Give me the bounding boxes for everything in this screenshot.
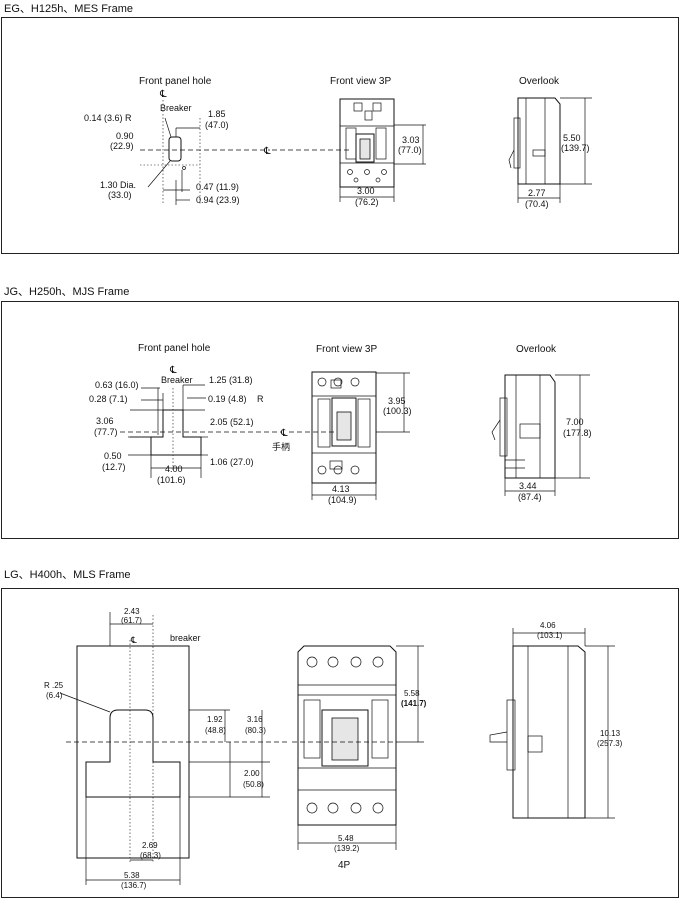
dim-jg-b2: 0.19 (4.8) bbox=[208, 394, 247, 404]
dim-lg-top-mm: (61.7) bbox=[121, 616, 142, 625]
dim-eg-d2: 0.94 (23.9) bbox=[196, 195, 240, 205]
dim-lg-c4-mm: (68.3) bbox=[140, 851, 161, 860]
dim-eg-w1-in: 1.85 bbox=[208, 109, 226, 119]
centerline-symbol-icon: ℄ bbox=[280, 428, 288, 439]
dim-lg-ov-w-in: 4.06 bbox=[540, 621, 556, 630]
dim-jg-ov-h-in: 7.00 bbox=[566, 417, 584, 427]
dim-lg-ov-h-in: 10.13 bbox=[600, 729, 621, 738]
dim-lg-c4-in: 2.69 bbox=[142, 841, 158, 850]
dim-lg-c2-in: 3.16 bbox=[247, 715, 263, 724]
section-title-lg: LG、H400h、MLS Frame bbox=[4, 569, 131, 581]
dim-jg-a2: 0.28 (7.1) bbox=[89, 394, 128, 404]
section-title-jg: JG、H250h、MJS Frame bbox=[4, 286, 130, 298]
dim-lg-c5-in: 5.38 bbox=[124, 871, 140, 880]
dim-lg-c3-mm: (50.8) bbox=[243, 780, 264, 789]
dim-lg-fv-w-in: 5.48 bbox=[338, 834, 354, 843]
dim-jg-a5-mm: (101.6) bbox=[157, 475, 186, 485]
section-frame-eg bbox=[1, 17, 679, 254]
dim-lg-ov-w-mm: (103.1) bbox=[537, 631, 563, 640]
dim-lg-c1-mm: (48.8) bbox=[205, 726, 226, 735]
centerline-symbol-icon: ℄ bbox=[263, 146, 271, 157]
overlook-lg bbox=[489, 628, 615, 819]
dim-lg-c2-mm: (80.3) bbox=[245, 726, 266, 735]
overlook-eg bbox=[508, 97, 592, 203]
dim-jg-a3-mm: (77.7) bbox=[94, 427, 118, 437]
overlook-jg bbox=[491, 374, 590, 496]
caption-front-view-jg: Front view 3P bbox=[316, 344, 377, 355]
dim-eg-ov-h-mm: (139.7) bbox=[561, 143, 590, 153]
dim-jg-fv-h-mm: (100.3) bbox=[383, 406, 412, 416]
dim-jg-fv-w-mm: (104.9) bbox=[328, 495, 357, 505]
dim-jg-ov-w-in: 3.44 bbox=[519, 481, 537, 491]
dim-eg-dia-mm: (33.0) bbox=[108, 190, 132, 200]
dim-eg-dia-in: 1.30 Dia. bbox=[100, 180, 136, 190]
dim-jg-ov-h-mm: (177.8) bbox=[563, 428, 592, 438]
dim-jg-b3: 2.05 (52.1) bbox=[210, 417, 254, 427]
caption-overlook-jg: Overlook bbox=[516, 344, 557, 355]
breaker-label-eg: Breaker bbox=[160, 103, 192, 113]
caption-overlook-eg: Overlook bbox=[519, 76, 560, 87]
handle-label-jg: 手柄 bbox=[272, 441, 290, 452]
caption-front-view-eg: Front view 3P bbox=[330, 76, 391, 87]
front-panel-hole-jg: ℄ Breaker bbox=[128, 365, 208, 478]
dim-jg-a5-in: 4.00 bbox=[165, 464, 183, 474]
dim-lg-ov-h-mm: (257.3) bbox=[597, 739, 623, 748]
dim-jg-fv-w-in: 4.13 bbox=[332, 484, 350, 494]
front-view-jg bbox=[311, 371, 410, 500]
dim-jg-a4-mm: (12.7) bbox=[102, 462, 126, 472]
front-panel-hole-lg bbox=[59, 612, 290, 885]
dim-eg-fv-w-in: 3.00 bbox=[357, 186, 375, 196]
dim-eg-w1-mm: (47.0) bbox=[205, 120, 229, 130]
dim-lg-fv-h-mm: (141.7) bbox=[401, 699, 427, 708]
dim-jg-b4: 1.06 (27.0) bbox=[210, 457, 254, 467]
dim-eg-fv-h-mm: (77.0) bbox=[398, 145, 422, 155]
centerline-symbol-icon: ℄ bbox=[130, 635, 137, 645]
caption-front-panel-jg: Front panel hole bbox=[138, 343, 211, 354]
dim-jg-a4-in: 0.50 bbox=[104, 451, 122, 461]
dim-lg-r-mm: (6.4) bbox=[46, 691, 63, 700]
dim-lg-c5-mm: (136.7) bbox=[121, 881, 147, 890]
breaker-label-lg: breaker bbox=[170, 633, 201, 643]
dim-eg-h1-in: 0.90 bbox=[116, 131, 134, 141]
dim-eg-d1: 0.47 (11.9) bbox=[196, 182, 239, 192]
centerline-symbol-icon: ℄ bbox=[159, 89, 167, 100]
dim-eg-ov-h-in: 5.50 bbox=[563, 133, 581, 143]
pole-label-lg: 4P bbox=[338, 860, 351, 871]
front-view-eg bbox=[339, 98, 426, 202]
dim-eg-fv-h-in: 3.03 bbox=[402, 135, 420, 145]
dim-lg-top-in: 2.43 bbox=[124, 607, 140, 616]
dim-eg-h1-mm: (22.9) bbox=[110, 141, 134, 151]
dim-jg-b1: 1.25 (31.8) bbox=[209, 375, 253, 385]
caption-front-panel-eg: Front panel hole bbox=[139, 76, 212, 87]
dim-jg-a3-in: 3.06 bbox=[96, 416, 114, 426]
breaker-label-jg: Breaker bbox=[161, 375, 193, 385]
dim-lg-fv-h-in: 5.58 bbox=[404, 689, 420, 698]
centerline-symbol-icon: ℄ bbox=[169, 365, 177, 376]
front-panel-hole-eg: ℄ Breaker bbox=[140, 89, 270, 205]
dim-jg-ov-w-mm: (87.4) bbox=[518, 492, 542, 502]
dim-eg-r: 0.14 (3.6) R bbox=[84, 113, 132, 123]
dim-lg-c3-in: 2.00 bbox=[244, 769, 260, 778]
dim-jg-b2-r: R bbox=[257, 394, 264, 404]
dim-lg-c1-in: 1.92 bbox=[207, 715, 223, 724]
section-title-eg: EG、H125h、MES Frame bbox=[4, 3, 133, 15]
front-view-lg bbox=[292, 645, 424, 850]
dim-eg-ov-w-mm: (70.4) bbox=[525, 199, 549, 209]
dim-eg-ov-w-in: 2.77 bbox=[528, 188, 546, 198]
section-frame-lg bbox=[1, 588, 679, 898]
dim-eg-fv-w-mm: (76.2) bbox=[355, 197, 379, 207]
dim-lg-r-in: R .25 bbox=[44, 681, 64, 690]
dim-jg-a1: 0.63 (16.0) bbox=[95, 380, 139, 390]
section-frame-jg bbox=[1, 301, 679, 539]
dim-jg-fv-h-in: 3.95 bbox=[388, 396, 406, 406]
dim-lg-fv-w-mm: (139.2) bbox=[334, 844, 360, 853]
